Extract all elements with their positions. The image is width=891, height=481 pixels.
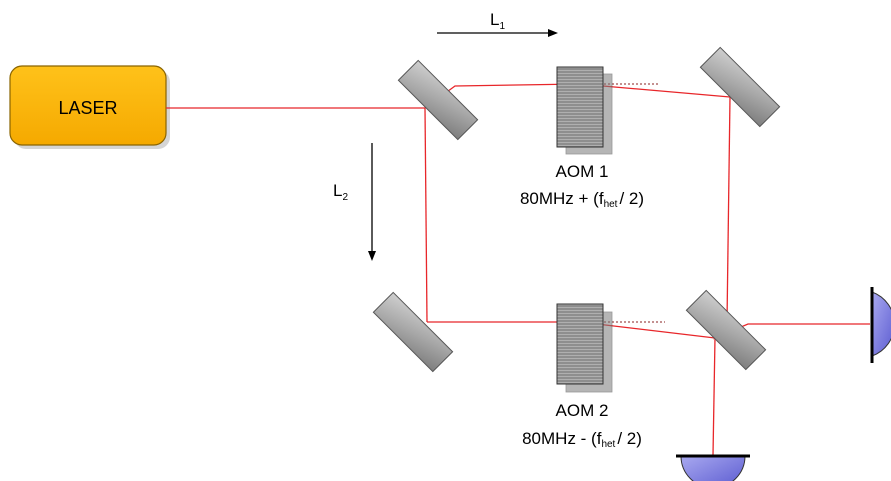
beam-splitter-bottom-right [685, 289, 767, 371]
laser-label: LASER [58, 98, 117, 118]
l1-label: L1 [490, 10, 505, 32]
aom-2-frequency: 80MHz - (fhet/ 2) [522, 429, 642, 450]
aom-1 [556, 66, 613, 155]
mirror-bottom-left [372, 291, 454, 373]
beam-paths [166, 83, 870, 456]
aom-2 [556, 303, 613, 393]
mirror-top-right [699, 46, 781, 128]
l2-label: L2 [333, 181, 348, 203]
beam-to-detector-bottom [712, 337, 716, 456]
detector-right [870, 287, 891, 363]
aom-1-frequency: 80MHz + (fhet/ 2) [520, 189, 644, 210]
aom-1-name: AOM 1 [556, 162, 609, 181]
detector-bottom [676, 454, 750, 481]
l2-arrow [368, 143, 376, 261]
laser-box: LASER [9, 65, 170, 149]
beam-right-arm [726, 96, 731, 323]
aom-2-name: AOM 2 [556, 401, 609, 420]
mirror-top-left [397, 59, 479, 141]
l1-arrow [437, 29, 558, 37]
beam-left-arm [424, 107, 428, 323]
